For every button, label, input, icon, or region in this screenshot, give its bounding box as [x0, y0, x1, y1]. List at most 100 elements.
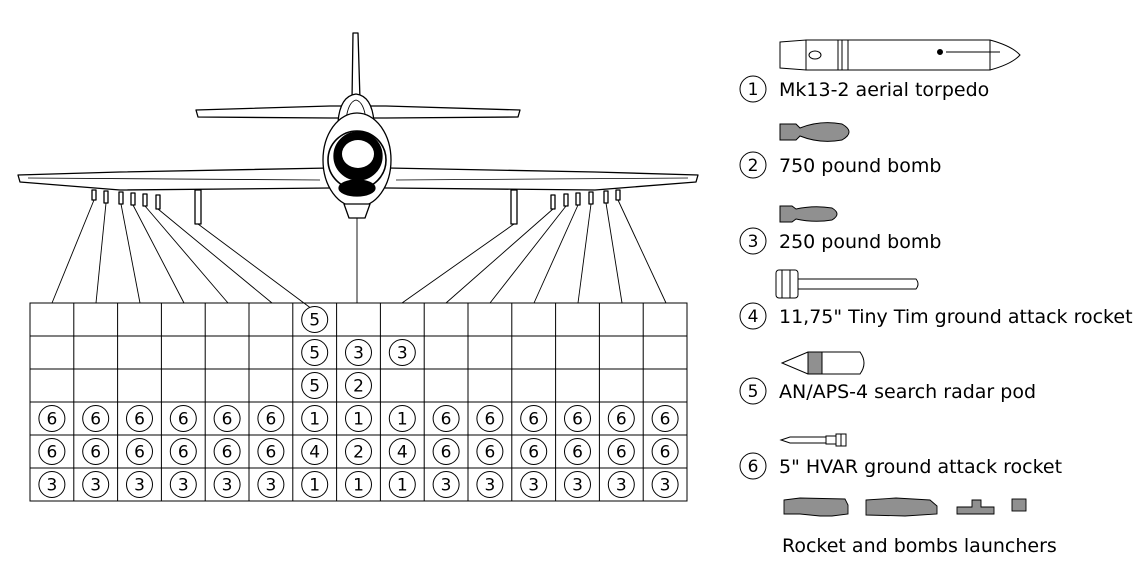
grid-cell-number: 6 [265, 443, 276, 463]
leader-line [132, 204, 185, 304]
leader-line [401, 223, 515, 304]
grid-cell-badge: 1 [301, 405, 329, 432]
legend-item: 4 11,75" Tiny Tim ground attack rocket [739, 269, 1133, 330]
aircraft-front-view [17, 32, 699, 225]
grid-cell-badge: 5 [301, 306, 329, 333]
large-bomb-icon [779, 122, 850, 142]
radar-pod-icon [780, 351, 865, 375]
grid-cell-number: 3 [353, 344, 364, 364]
grid-cell-number: 3 [572, 476, 583, 496]
grid-cell-number: 1 [309, 410, 320, 430]
legend-number: 2 [748, 156, 759, 176]
leader-line [120, 203, 141, 304]
grid-cell-badge: 6 [432, 405, 460, 432]
grid-cell-badge: 3 [476, 471, 504, 498]
legend-number: 6 [748, 457, 759, 477]
hardpoint-leader-lines [51, 199, 667, 313]
grid-cell-number: 5 [309, 344, 320, 364]
legend-number: 5 [748, 382, 759, 402]
grid-cell-number: 1 [353, 410, 364, 430]
legend-label: 11,75" Tiny Tim ground attack rocket [779, 306, 1133, 328]
grid-cell-badge: 3 [213, 471, 241, 498]
grid-cell-number: 6 [222, 410, 233, 430]
grid-cell-badge: 6 [126, 438, 153, 465]
grid-cell-badge: 5 [301, 372, 329, 399]
leader-line [51, 199, 95, 304]
grid-cell-badge: 5 [301, 339, 329, 366]
grid-cell-number: 6 [528, 410, 539, 430]
grid-cell-badge: 6 [607, 438, 635, 465]
grid-cell-badge: 6 [126, 405, 153, 432]
grid-cell-number: 6 [441, 443, 452, 463]
grid-cell-badge: 1 [345, 405, 372, 432]
grid-cell-number: 3 [222, 476, 233, 496]
grid-cell-number: 6 [572, 443, 583, 463]
grid-cell-number: 6 [178, 410, 189, 430]
grid-cell-number: 6 [90, 443, 101, 463]
grid-cell-number: 6 [46, 410, 57, 430]
grid-cell-badge: 4 [388, 438, 416, 465]
grid-cell-badge: 6 [520, 405, 548, 432]
leader-line [489, 205, 567, 304]
grid-cell-badge: 3 [82, 471, 110, 498]
right-gear-leg [510, 189, 518, 225]
leader-line [533, 204, 579, 304]
legend-item: 5 AN/APS-4 search radar pod [739, 351, 1036, 405]
small-bomb-icon [779, 205, 838, 223]
grid-cell-number: 5 [309, 377, 320, 397]
grid-cell-number: 6 [265, 410, 276, 430]
grid-cell-number: 6 [134, 443, 145, 463]
grid-cell-badge: 6 [82, 405, 110, 432]
legend-number: 4 [748, 307, 759, 327]
grid-cell-number: 3 [528, 476, 539, 496]
grid-cell-badge: 1 [301, 471, 329, 498]
grid-cell-badge: 6 [607, 405, 635, 432]
legend-label: AN/APS-4 search radar pod [779, 381, 1036, 403]
legend-number-circle [739, 75, 767, 103]
grid-cell-number: 5 [309, 311, 320, 331]
grid-cell-number: 6 [441, 410, 452, 430]
grid-cell-number: 6 [178, 443, 189, 463]
leader-line [617, 199, 667, 304]
grid-cell-number: 3 [616, 476, 627, 496]
small-launcher-shoe [956, 499, 995, 515]
grid-cell-number: 3 [134, 476, 145, 496]
grid-cell-number: 3 [46, 476, 57, 496]
left-gear-leg [194, 189, 202, 225]
leader-line [144, 205, 229, 304]
grid-cell-badge: 6 [213, 438, 241, 465]
grid-cell-badge: 3 [564, 471, 591, 498]
grid-cell-number: 3 [90, 476, 101, 496]
legend-number-circle [739, 151, 767, 179]
grid-cell-badge: 6 [169, 438, 197, 465]
grid-cell-badge: 3 [432, 471, 460, 498]
legend-number: 3 [748, 232, 759, 252]
grid-cell-badge: 2 [345, 372, 372, 399]
grid-cell-badge: 3 [520, 471, 548, 498]
grid-cell-badge: 6 [476, 405, 504, 432]
grid-cell-number: 6 [660, 443, 671, 463]
tail-fin [351, 32, 361, 101]
grid-cell-badge: 3 [38, 471, 66, 498]
grid-cell-number: 1 [309, 476, 320, 496]
leader-line [95, 202, 107, 304]
grid-cell-number: 1 [353, 476, 364, 496]
rocket-launcher-rail-long [783, 497, 849, 517]
grid-cell-number: 1 [397, 410, 408, 430]
leader-line [577, 203, 592, 304]
grid-cell-number: 3 [660, 476, 671, 496]
grid-cell-badge: 6 [38, 438, 66, 465]
grid-cell-number: 6 [616, 410, 627, 430]
legend-label: Mk13-2 aerial torpedo [779, 79, 989, 101]
grid-cell-badge: 3 [651, 471, 679, 498]
grid-cell-number: 6 [134, 410, 145, 430]
grid-cell-badge: 4 [301, 438, 329, 465]
legend-number-circle [739, 302, 767, 330]
launchers-label: Rocket and bombs launchers [782, 535, 1057, 557]
legend-number-circle [739, 377, 767, 405]
grid-cell-number: 2 [353, 443, 364, 463]
